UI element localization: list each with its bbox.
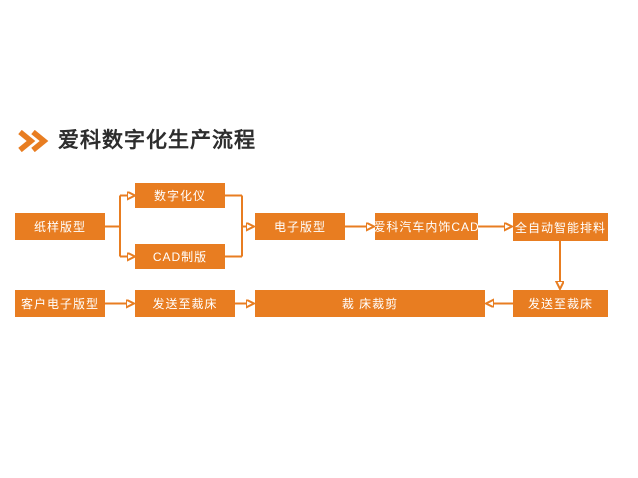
page-title: 爱科数字化生产流程 bbox=[58, 129, 256, 152]
flow-node-send-to-cutter-right: 发送至裁床 bbox=[513, 290, 608, 317]
flow-node-aike-auto-interior-cad: 爱科汽车内饰CAD bbox=[373, 213, 479, 240]
flow-node-auto-smart-nesting: 全自动智能排料 bbox=[513, 213, 608, 241]
flow-node-cutter-cutting: 裁 床裁剪 bbox=[255, 290, 485, 317]
page-title-row: 爱科数字化生产流程 bbox=[17, 129, 256, 153]
flow-node-electronic-pattern: 电子版型 bbox=[255, 213, 345, 240]
flow-node-send-to-cutter-left: 发送至裁床 bbox=[135, 290, 235, 317]
flow-node-digitizer: 数字化仪 bbox=[135, 183, 225, 208]
connector-split-paper-pattern bbox=[105, 196, 128, 257]
flow-node-customer-electronic-pattern: 客户电子版型 bbox=[15, 290, 105, 317]
connector-merge-to-electronic-pattern bbox=[225, 194, 247, 258]
flow-node-cad-plate-making: CAD制版 bbox=[135, 244, 225, 269]
flow-node-paper-pattern: 纸样版型 bbox=[15, 213, 105, 240]
double-chevron-right-icon bbox=[18, 130, 49, 152]
